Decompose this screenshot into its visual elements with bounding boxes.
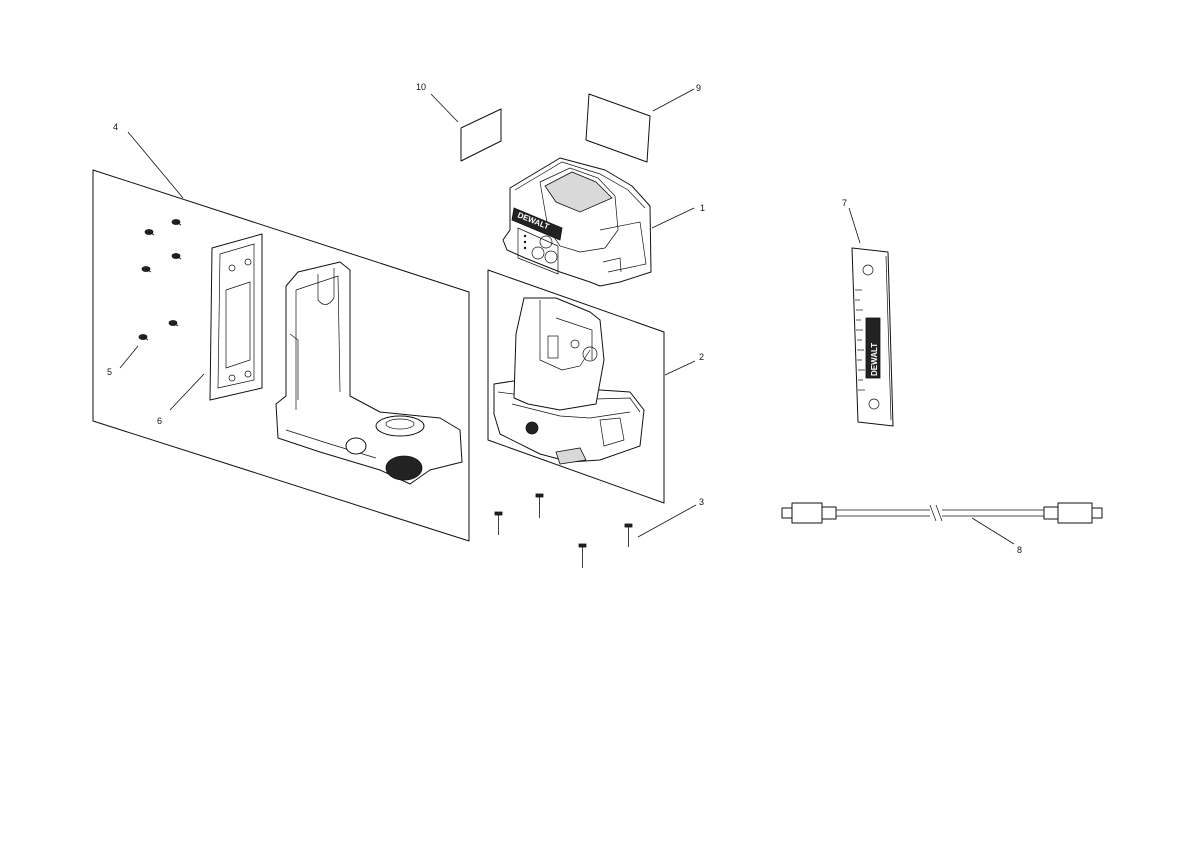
screws-5: 5 <box>107 219 182 377</box>
screw-icon <box>578 543 587 568</box>
laser-logo-plate <box>511 207 563 241</box>
callout-7: 7 <box>842 198 847 208</box>
button-3-icon <box>544 250 558 264</box>
label-10: 10 <box>416 82 502 162</box>
screw-icon <box>144 229 155 236</box>
target-card: DEWALT 7 <box>842 198 894 427</box>
callout-5: 5 <box>107 367 112 377</box>
laser-housing: DEWALT 1 <box>502 157 705 287</box>
screws-3: 3 <box>494 493 704 568</box>
chassis-assembly: 2 <box>487 269 704 504</box>
callout-2: 2 <box>699 352 704 362</box>
button-2-icon <box>531 246 545 260</box>
screw-icon <box>494 511 503 535</box>
ruler-ticks <box>855 289 865 391</box>
screw-icon <box>624 523 633 547</box>
bracket-assembly: 4 <box>92 122 470 542</box>
bracket-knob-icon <box>385 455 423 481</box>
callout-6: 6 <box>157 416 162 426</box>
callout-1: 1 <box>700 203 705 213</box>
screw-icon <box>171 253 182 260</box>
callout-9: 9 <box>696 83 701 93</box>
button-1-icon <box>539 235 553 249</box>
screw-icon <box>141 266 152 273</box>
chassis-port-icon <box>525 421 539 435</box>
label-9: 9 <box>585 83 701 163</box>
card-logo-plate <box>865 317 881 379</box>
magnet-plate: 6 <box>157 233 263 426</box>
screw-icon <box>171 219 182 226</box>
usb-cable: 8 <box>781 502 1103 555</box>
callout-8: 8 <box>1017 545 1022 555</box>
screw-icon <box>535 493 544 518</box>
screw-icon <box>138 334 149 341</box>
screw-icon <box>168 320 179 327</box>
callout-3: 3 <box>699 497 704 507</box>
callout-10: 10 <box>416 82 426 92</box>
callout-4: 4 <box>113 122 118 132</box>
card-logo-text: DEWALT <box>870 343 879 376</box>
